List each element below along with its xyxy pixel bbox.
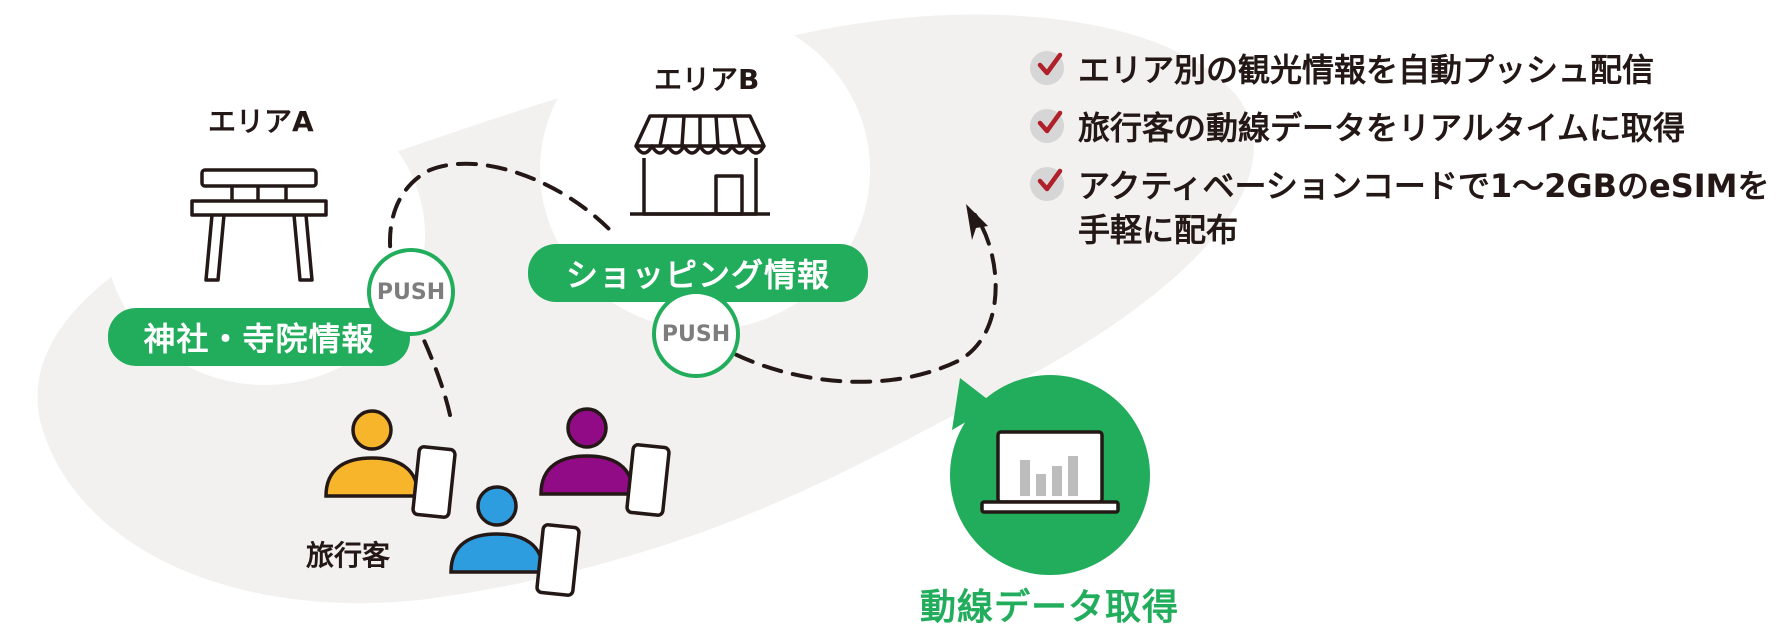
push-badge-area-a: PUSH	[367, 248, 455, 336]
check-icon	[1030, 51, 1064, 85]
push-badge-area-b: PUSH	[652, 290, 740, 378]
area-a-label: エリアA	[208, 105, 314, 138]
feature-item: 旅行客の動線データをリアルタイムに取得	[1030, 106, 1780, 150]
traveler-yellow	[324, 409, 457, 519]
shrine-gate-icon	[190, 168, 328, 282]
feature-item: エリア別の観光情報を自動プッシュ配信	[1030, 48, 1780, 92]
travelers-label: 旅行客	[306, 539, 391, 572]
storefront-icon	[630, 114, 770, 216]
feature-text: 旅行客の動線データをリアルタイムに取得	[1078, 109, 1686, 147]
area-b-label: エリアB	[654, 63, 760, 96]
feature-text: アクティベーションコードで1〜2GBのeSIMを手軽に配布	[1078, 167, 1770, 249]
feature-list: エリア別の観光情報を自動プッシュ配信 旅行客の動線データをリアルタイムに取得 ア…	[1030, 48, 1780, 266]
feature-text: エリア別の観光情報を自動プッシュ配信	[1078, 51, 1655, 89]
traveler-blue	[449, 485, 581, 597]
laptop-chart-icon	[980, 430, 1120, 514]
data-capture-label: 動線データ取得	[920, 587, 1180, 628]
check-icon	[1030, 109, 1064, 143]
check-icon	[1030, 167, 1064, 201]
area-a-info-pill: 神社・寺院情報	[108, 308, 410, 366]
feature-item: アクティベーションコードで1〜2GBのeSIMを手軽に配布	[1030, 164, 1780, 252]
route-dashed-line	[388, 161, 998, 417]
route-arrowhead	[966, 204, 988, 240]
traveler-purple	[539, 407, 671, 517]
